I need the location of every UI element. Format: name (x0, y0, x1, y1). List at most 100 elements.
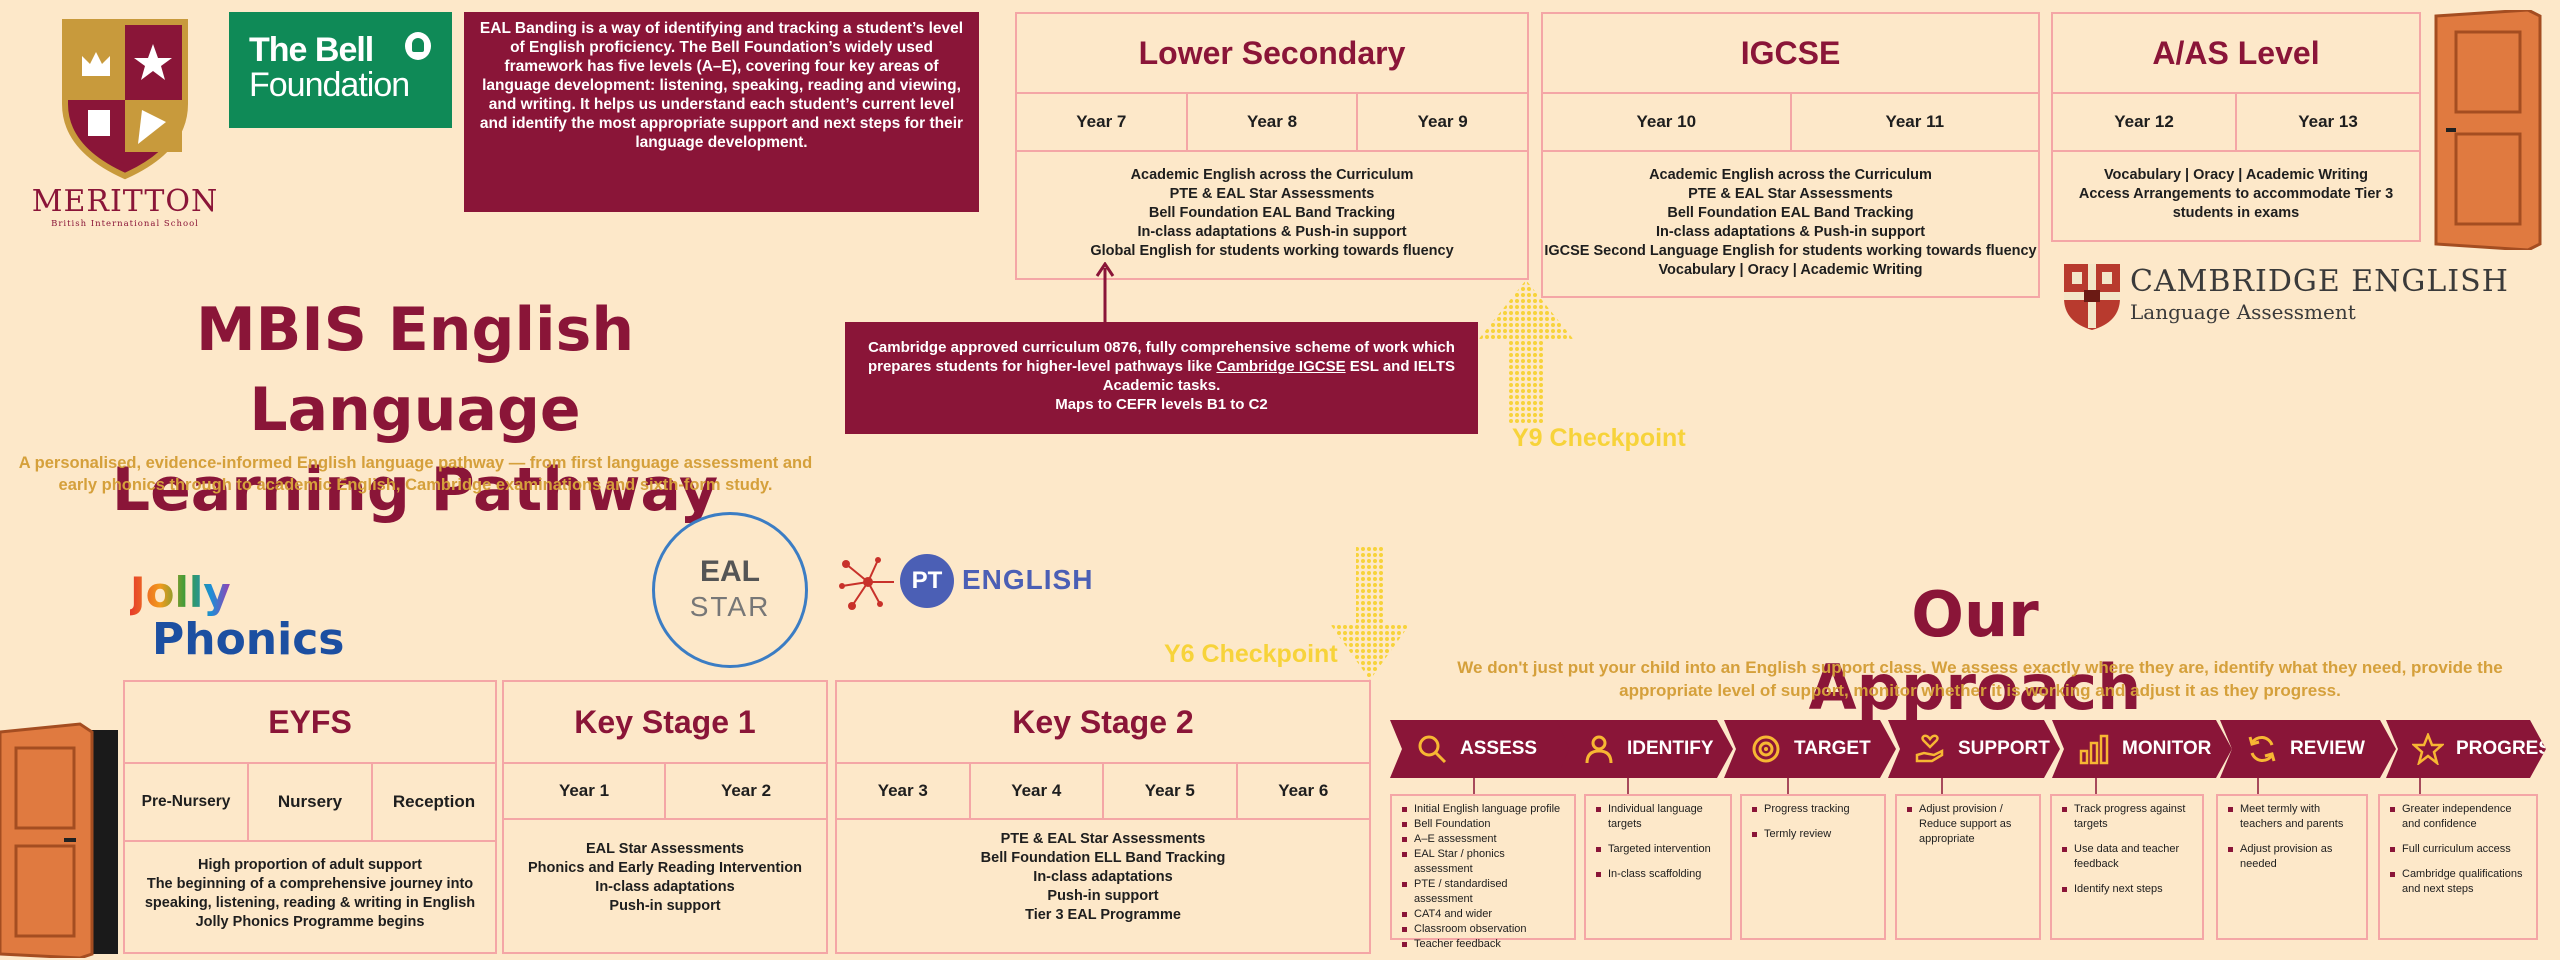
step-progress: PROGRESS (2386, 720, 2546, 778)
lower-secondary-years: Year 7 Year 8 Year 9 (1017, 94, 1527, 152)
lower-secondary-title: Lower Secondary (1017, 14, 1527, 94)
step-label: TARGET (1794, 738, 1871, 759)
curriculum-text-after: ESL and IELTS Academic tasks. (1102, 358, 1456, 394)
detail-item: Greater independence and confidence (2388, 802, 2528, 832)
approach-subtitle: We don't just put your child into an Eng… (1457, 658, 2503, 700)
assess-details: Initial English language profile Bell Fo… (1390, 794, 1576, 950)
provision-item: Jolly Phonics Programme begins (195, 914, 425, 930)
cambridge-shield-icon (2064, 264, 2120, 330)
detail-item: A–E assessment (1400, 832, 1566, 847)
year-cell: Year 10 (1543, 94, 1792, 150)
bell-line2: Foundation (249, 66, 410, 104)
eal-star-line1: EAL (700, 555, 760, 588)
detail-item: Teacher feedback (1400, 937, 1566, 952)
refresh-icon (2246, 733, 2278, 765)
provision-item: Global English for students working towa… (1090, 243, 1454, 259)
provision-item: Vocabulary | Oracy | Academic Writing (1658, 262, 1923, 278)
detail-item: Termly review (1750, 827, 1876, 842)
year-cell: Year 3 (837, 764, 971, 818)
key-stage-2-panel: Key Stage 2 Year 3 Year 4 Year 5 Year 6 … (835, 680, 1371, 954)
meritton-logo: MERITTON British International School (30, 14, 220, 234)
year-cell: Year 12 (2053, 94, 2237, 150)
step-review: REVIEW (2220, 720, 2396, 778)
jolly-word: Jolly (130, 568, 231, 617)
crest-shield-icon (62, 19, 188, 180)
phonics-word: Phonics (152, 614, 345, 665)
step-label: MONITOR (2122, 738, 2212, 759)
cambridge-line2: Language Assessment (2130, 300, 2356, 324)
checkpoint-arrow-down-icon (1330, 546, 1410, 680)
search-icon (1416, 733, 1448, 765)
year-cell: Year 4 (971, 764, 1104, 818)
detail-item: PTE / standardised assessment (1400, 877, 1566, 907)
person-icon (1583, 733, 1615, 765)
page-subtitle: A personalised, evidence-informed Englis… (18, 454, 813, 494)
step-monitor: MONITOR (2052, 720, 2232, 778)
igcse-provision: Academic English across the Curriculum P… (1543, 152, 2038, 280)
eyfs-title: EYFS (125, 682, 495, 764)
detail-item: Adjust provision / Reduce support as app… (1905, 802, 2031, 847)
page-title: MBIS English Language Learning Pathway (30, 290, 800, 530)
arrow-up-icon (1095, 262, 1115, 322)
cambridge-english-logo: CAMBRIDGE ENGLISH Language Assessment (2060, 262, 2508, 342)
approach-title: Our Approach (1808, 578, 2142, 724)
pte-english-logo: PT ENGLISH (838, 552, 1092, 612)
detail-item: Adjust provision as needed (2226, 842, 2358, 872)
detail-item: Bell Foundation (1400, 817, 1566, 832)
provision-item: Access Arrangements to accommodate Tier … (2078, 186, 2394, 221)
eyfs-provision: High proportion of adult support The beg… (125, 842, 495, 932)
a-level-provision: Vocabulary | Oracy | Academic Writing Ac… (2053, 152, 2419, 223)
detail-item: Use data and teacher feedback (2060, 842, 2194, 872)
a-level-years: Year 12 Year 13 (2053, 94, 2419, 152)
eyfs-years: Pre-Nursery Nursery Reception (125, 764, 495, 842)
ks1-years: Year 1 Year 2 (504, 764, 826, 820)
a-level-title: A/AS Level (2053, 14, 2419, 94)
curriculum-0876-box: Cambridge approved curriculum 0876, full… (845, 322, 1478, 434)
bell-line1: The Bell (249, 31, 374, 69)
lower-secondary-provision: Academic English across the Curriculum P… (1017, 152, 1527, 261)
year-cell: Reception (392, 792, 476, 811)
year-cell: Year 11 (1885, 112, 1945, 131)
cambridge-igcse-link[interactable]: Cambridge IGCSE (1216, 358, 1346, 375)
detail-item: In-class scaffolding (1594, 867, 1722, 882)
provision-item: Push-in support (1047, 888, 1159, 904)
star-icon (2412, 733, 2444, 765)
target-details: Progress tracking Termly review (1740, 794, 1886, 940)
step-support: SUPPORT (1888, 720, 2060, 778)
key-stage-1-panel: Key Stage 1 Year 1 Year 2 EAL Star Asses… (502, 680, 828, 954)
provision-item: PTE & EAL Star Assessments (1688, 186, 1893, 202)
year-cell: Year 7 (1017, 94, 1188, 150)
step-connectors (1473, 778, 2421, 794)
detail-item: Full curriculum access (2388, 842, 2528, 857)
school-tagline: British International School (51, 219, 199, 229)
door-open-icon (2434, 10, 2542, 250)
network-icon (839, 557, 894, 610)
igcse-title: IGCSE (1543, 14, 2038, 94)
provision-item: In-class adaptations & Push-in support (1137, 224, 1407, 240)
curriculum-text-before: Cambridge approved curriculum 0876, full… (867, 339, 1455, 375)
step-target: TARGET (1724, 720, 1896, 778)
ks2-provision: PTE & EAL Star Assessments Bell Foundati… (837, 820, 1369, 925)
support-details: Adjust provision / Reduce support as app… (1895, 794, 2041, 940)
step-assess: ASSESS (1390, 720, 1574, 778)
detail-item: Progress tracking (1750, 802, 1876, 817)
detail-item: Individual language targets (1594, 802, 1722, 832)
y6-checkpoint-label: Y6 Checkpoint (1164, 640, 1338, 668)
ks1-title: Key Stage 1 (504, 682, 826, 764)
cambridge-line1: CAMBRIDGE ENGLISH (2130, 264, 2509, 299)
step-label: IDENTIFY (1627, 738, 1714, 759)
provision-item: In-class adaptations (595, 879, 735, 895)
detail-item: Identify next steps (2060, 882, 2194, 897)
provision-item: PTE & EAL Star Assessments (1169, 186, 1375, 202)
step-label: PROGRESS (2456, 738, 2560, 759)
provision-item: Phonics and Early Reading Intervention (528, 860, 802, 876)
provision-item: Bell Foundation ELL Band Tracking (980, 850, 1226, 866)
ks2-years: Year 3 Year 4 Year 5 Year 6 (837, 764, 1369, 820)
detail-item: Targeted intervention (1594, 842, 1722, 857)
provision-item: IGCSE Second Language English for studen… (1544, 243, 2037, 259)
detail-item: Classroom observation (1400, 922, 1566, 937)
year-cell: Pre-Nursery (125, 764, 249, 840)
bell-icon (405, 32, 431, 60)
provision-item: The beginning of a comprehensive journey… (144, 876, 476, 911)
provision-item: Bell Foundation EAL Band Tracking (1667, 205, 1914, 221)
